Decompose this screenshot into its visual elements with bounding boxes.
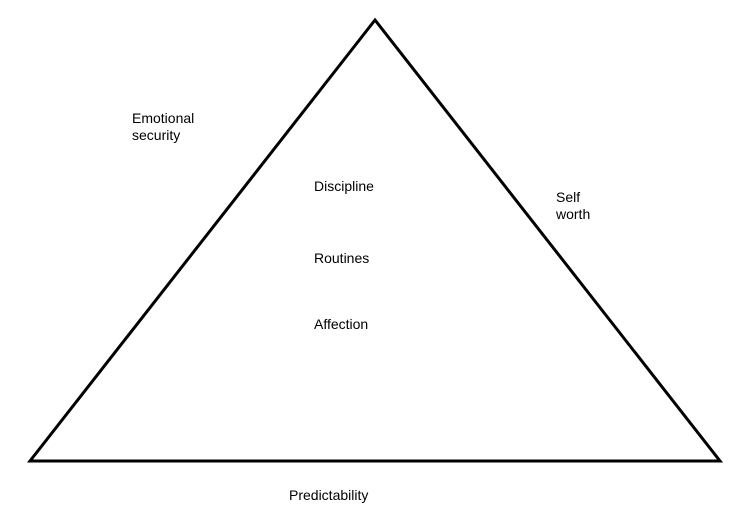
label-predictability: Predictability [289, 487, 369, 503]
triangle [26, 17, 724, 463]
label-routines: Routines [314, 250, 370, 266]
label-discipline: Discipline [314, 178, 374, 194]
label-self-worth: Self worth [556, 189, 591, 222]
label-affection: Affection [314, 316, 369, 332]
label-emotional-security: Emotional security [132, 110, 195, 143]
